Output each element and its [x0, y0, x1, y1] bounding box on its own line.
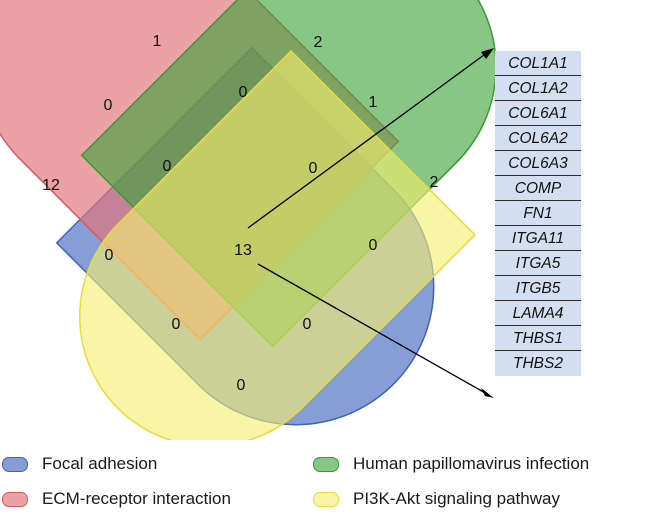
gene-item: COL6A3 [495, 151, 581, 176]
count-focal-hpv: 0 [104, 247, 114, 264]
count-ecm-only: 1 [152, 33, 162, 50]
legend-item-focal-adhesion: Focal adhesion [2, 453, 157, 475]
gene-item: COL6A2 [495, 126, 581, 151]
gene-item: COL6A1 [495, 101, 581, 126]
count-hpv-only: 2 [313, 34, 323, 51]
count-focal-ecm: 0 [103, 97, 113, 114]
gene-item: THBS1 [495, 326, 581, 351]
callout-arrows [247, 48, 494, 398]
legend-label: Human papillomavirus infection [353, 454, 590, 473]
count-pi3k-only: 2 [429, 174, 439, 191]
count-focal-ecm-hpv: 0 [162, 158, 172, 175]
gene-item: COMP [495, 176, 581, 201]
legend-label: Focal adhesion [42, 454, 158, 473]
legend-label: PI3K-Akt signaling pathway [353, 489, 560, 508]
count-focal-ecm-pi3k: 0 [302, 316, 312, 333]
legend-swatch [2, 491, 28, 507]
count-ecm-pi3k: 0 [368, 237, 378, 254]
legend-item-ecm-receptor: ECM-receptor interaction [2, 488, 231, 510]
legend-swatch [313, 491, 339, 507]
gene-list: COL1A1 COL1A2 COL6A1 COL6A2 COL6A3 COMP … [495, 51, 581, 376]
count-all-four: 13 [234, 242, 252, 259]
gene-item: COL1A1 [495, 51, 581, 76]
count-ecm-hpv-pi3k: 0 [308, 160, 318, 177]
set-shape-pi3k [79, 50, 476, 440]
count-hpv-pi3k: 1 [368, 94, 378, 111]
gene-item: LAMA4 [495, 301, 581, 326]
legend-swatch [313, 456, 339, 472]
gene-item: THBS2 [513, 355, 563, 372]
venn-diagram: 1 2 0 0 1 0 0 12 2 13 0 0 0 0 0 COL1A1 C… [0, 0, 581, 440]
count-focal-hpv-pi3k: 0 [171, 316, 181, 333]
legend-item-pi3k-akt: PI3K-Akt signaling pathway [313, 488, 560, 510]
gene-item: ITGA5 [495, 251, 581, 276]
count-focal-pi3k: 0 [236, 377, 246, 394]
count-ecm-hpv: 0 [238, 84, 248, 101]
venn-shapes [0, 0, 497, 440]
legend-item-hpv-infection: Human papillomavirus infection [313, 453, 589, 475]
legend: Focal adhesion ECM-receptor interaction … [0, 447, 659, 515]
gene-item: ITGB5 [495, 276, 581, 301]
legend-label: ECM-receptor interaction [42, 489, 231, 508]
gene-item: FN1 [495, 201, 581, 226]
count-focal-only: 12 [42, 177, 60, 194]
gene-item: ITGA11 [495, 226, 581, 251]
gene-item: COL1A2 [495, 76, 581, 101]
legend-swatch [2, 456, 28, 472]
